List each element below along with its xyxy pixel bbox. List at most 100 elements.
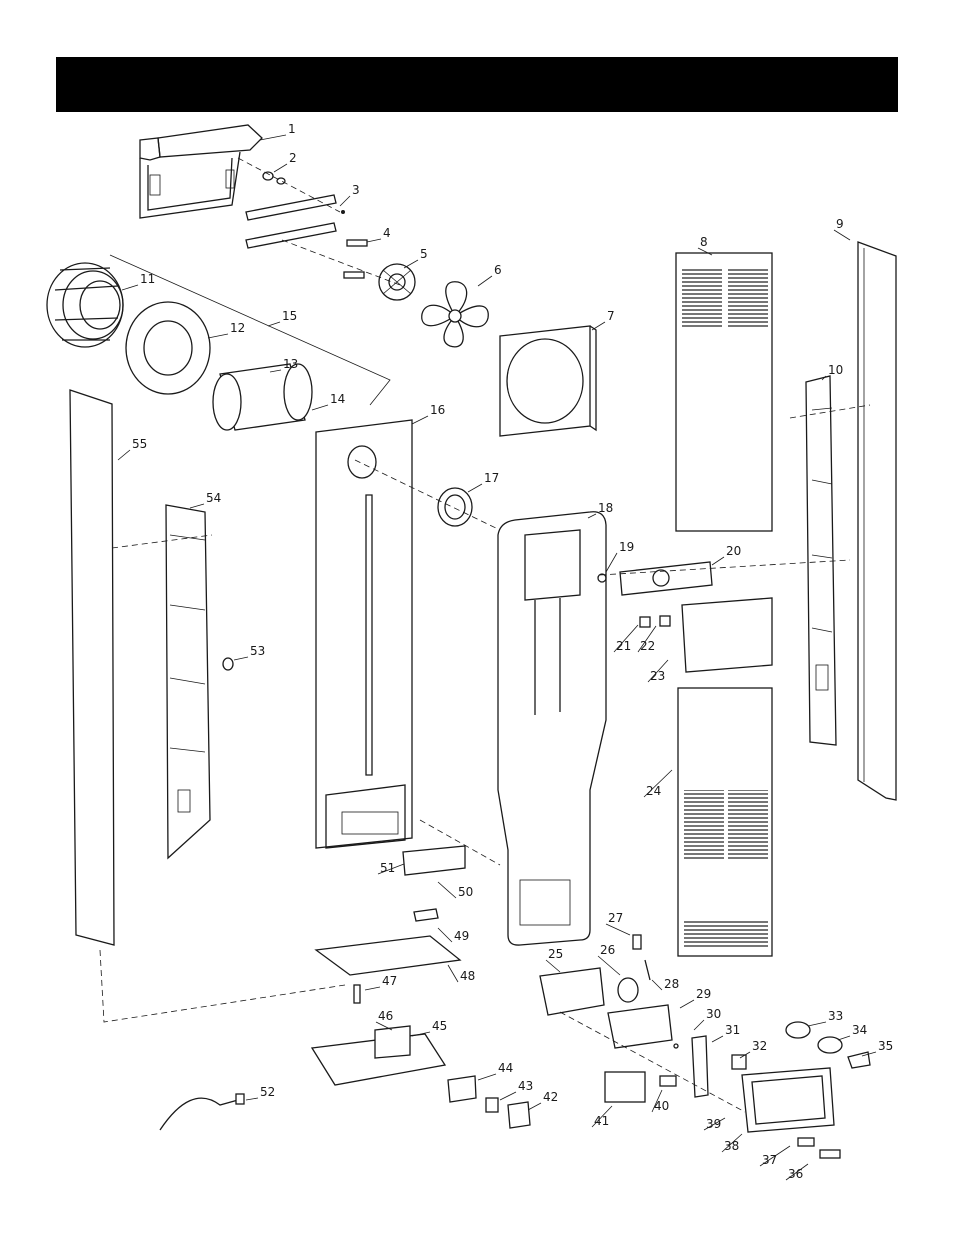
part-25-burner (540, 968, 604, 1015)
callout-9: 9 (834, 217, 850, 240)
callout-number-36: 36 (788, 1167, 803, 1181)
callout-2: 2 (274, 151, 297, 172)
part-10-right-bracket (806, 376, 836, 745)
callout-number-46: 46 (378, 1009, 393, 1023)
callout-23: 23 (648, 660, 668, 683)
part-23-access-panel (682, 598, 772, 672)
callout-number-5: 5 (420, 247, 428, 261)
callout-number-23: 23 (650, 669, 665, 683)
callout-32: 32 (740, 1039, 767, 1058)
callout-31: 31 (712, 1023, 740, 1042)
callout-leader-3 (340, 196, 350, 206)
callout-17: 17 (468, 471, 499, 492)
callout-leader-42 (528, 1103, 541, 1110)
part-6-fan-blade (422, 282, 488, 347)
callout-leader-48 (448, 965, 458, 982)
callout-leader-15 (268, 322, 280, 326)
callout-1: 1 (260, 122, 296, 140)
callout-38: 38 (722, 1134, 742, 1153)
callout-number-21: 21 (616, 639, 631, 653)
callout-number-2: 2 (289, 151, 297, 165)
callout-16: 16 (412, 403, 445, 424)
callout-leader-29 (680, 1000, 694, 1008)
callout-47: 47 (365, 974, 397, 990)
callout-leader-34 (838, 1036, 850, 1040)
part-16-back-panel (316, 420, 412, 848)
callout-leader-55 (118, 450, 130, 460)
part-21-22-switches (640, 616, 670, 627)
callout-19: 19 (606, 540, 634, 572)
callout-15: 15 (268, 309, 297, 326)
callout-37: 37 (760, 1146, 790, 1167)
callout-number-39: 39 (706, 1117, 721, 1131)
callout-26: 26 (598, 943, 620, 975)
callout-44: 44 (478, 1061, 513, 1080)
callout-number-29: 29 (696, 987, 711, 1001)
callout-number-49: 49 (454, 929, 469, 943)
callout-number-4: 4 (383, 226, 391, 240)
callout-number-55: 55 (132, 437, 147, 451)
part-13-14-flue-pipe (213, 364, 312, 430)
callout-33: 33 (808, 1009, 843, 1026)
part-50-51-filter (403, 846, 465, 875)
callout-number-51: 51 (380, 861, 395, 875)
part-11-blower-housing (47, 263, 123, 347)
callout-14: 14 (312, 392, 345, 410)
callout-leader-17 (468, 484, 482, 492)
part-53-grommet (223, 658, 233, 670)
callout-7: 7 (592, 309, 615, 330)
callout-leader-14 (312, 405, 328, 410)
callout-leader-2 (274, 164, 287, 172)
callout-number-8: 8 (700, 235, 708, 249)
callout-leader-52 (246, 1098, 258, 1100)
callout-leader-43 (500, 1092, 516, 1100)
callout-number-53: 53 (250, 644, 265, 658)
callout-number-31: 31 (725, 1023, 740, 1037)
callout-leader-27 (606, 924, 630, 935)
callout-leader-11 (122, 285, 138, 290)
callout-number-11: 11 (140, 272, 155, 286)
callout-leader-54 (190, 504, 204, 508)
callout-leader-26 (598, 956, 620, 975)
callout-number-50: 50 (458, 885, 473, 899)
callout-number-24: 24 (646, 784, 661, 798)
callout-number-13: 13 (283, 357, 298, 371)
part-30-32-fittings (674, 1036, 746, 1097)
callout-54: 54 (190, 491, 221, 508)
callout-28: 28 (652, 977, 679, 991)
callout-53: 53 (234, 644, 265, 660)
part-9-side-trim (858, 242, 896, 800)
callout-42: 42 (528, 1090, 558, 1110)
callout-45: 45 (412, 1019, 447, 1036)
part-36-37-labels (798, 1138, 840, 1158)
callout-24: 24 (644, 770, 672, 798)
callout-number-28: 28 (664, 977, 679, 991)
part-12-ring-plate (126, 302, 210, 394)
part-2-grommets (263, 172, 285, 184)
callout-number-41: 41 (594, 1114, 609, 1128)
callout-leader-4 (367, 239, 381, 242)
callout-40: 40 (652, 1090, 669, 1113)
callout-leader-6 (478, 276, 492, 286)
callout-41: 41 (592, 1106, 612, 1128)
callout-number-26: 26 (600, 943, 615, 957)
callout-number-10: 10 (828, 363, 843, 377)
callout-number-25: 25 (548, 947, 563, 961)
callout-46: 46 (376, 1009, 393, 1030)
callout-number-16: 16 (430, 403, 445, 417)
callout-number-32: 32 (752, 1039, 767, 1053)
callout-leader-20 (712, 557, 724, 565)
callout-29: 29 (680, 987, 711, 1008)
callout-number-35: 35 (878, 1039, 893, 1053)
part-38-39-burner-access (742, 1068, 834, 1132)
callout-50: 50 (438, 882, 473, 899)
callout-25: 25 (546, 947, 563, 972)
part-40-41-gas-valve (605, 1072, 676, 1102)
callout-8: 8 (698, 235, 712, 255)
callout-number-37: 37 (762, 1153, 777, 1167)
callout-49: 49 (438, 928, 469, 943)
callout-leader-53 (234, 657, 248, 660)
callout-leader-28 (652, 980, 662, 990)
callout-3: 3 (340, 183, 360, 206)
callout-leader-5 (404, 260, 418, 268)
